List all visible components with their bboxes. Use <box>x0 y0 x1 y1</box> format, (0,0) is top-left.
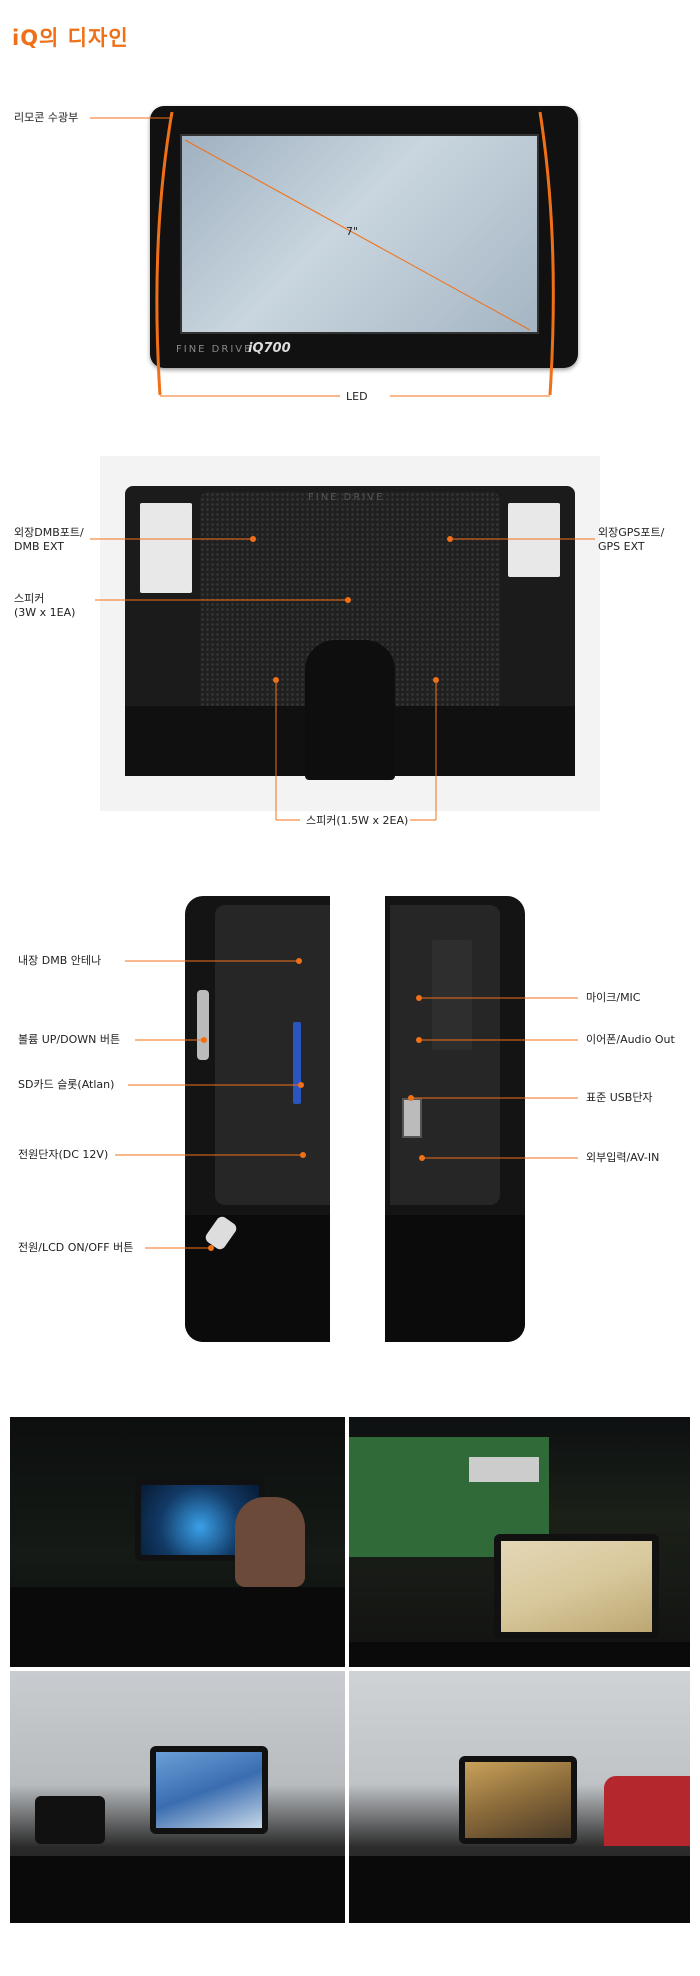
dashboard <box>349 1856 690 1923</box>
power-button-label: 전원/LCD ON/OFF 버튼 <box>18 1241 134 1254</box>
mount-stand <box>305 640 395 780</box>
photo-night-navigation <box>349 1417 690 1667</box>
power-jack-marker <box>300 1152 306 1158</box>
hand <box>235 1497 305 1587</box>
dashboard <box>349 1642 690 1667</box>
volume-marker <box>201 1037 207 1043</box>
sd-card-slot <box>293 1022 301 1104</box>
photo-night-dashboard <box>10 1417 345 1667</box>
mic-label: 마이크/MIC <box>586 991 641 1004</box>
volume-button <box>197 990 209 1060</box>
brand-model-text: iQ700 <box>248 341 291 356</box>
remote-receiver-label: 리모콘 수광부 <box>14 111 79 124</box>
photo-day-navigation <box>10 1671 345 1923</box>
front-diagram-lines <box>90 111 555 397</box>
speaker-2ea-label: 스피커(1.5W x 2EA) <box>306 814 409 827</box>
dmb-antenna-label: 내장 DMB 안테나 <box>18 954 102 967</box>
back-diagram-lines <box>90 538 595 821</box>
usb-label: 표준 USB단자 <box>586 1091 653 1104</box>
volume-label: 볼륨 UP/DOWN 버튼 <box>18 1033 121 1046</box>
brand-fine-text: FINE DRIVE <box>176 344 253 355</box>
photo-day-video <box>349 1671 690 1923</box>
side-sticker <box>432 940 472 1050</box>
power-button-marker <box>208 1245 214 1251</box>
dmb-ext-label: 외장DMB포트/ DMB EXT <box>14 526 84 553</box>
other-device <box>35 1796 105 1844</box>
video-screen <box>465 1762 571 1838</box>
page-title: iQ의 디자인 <box>12 26 129 50</box>
dmb-antenna-marker <box>296 958 302 964</box>
led-label: LED <box>346 390 368 403</box>
map-screen <box>501 1541 652 1632</box>
dashboard <box>10 1856 345 1923</box>
sd-slot-marker <box>298 1082 304 1088</box>
serial-sticker <box>140 503 192 593</box>
back-brand-text: FINE DRIVE <box>308 492 385 503</box>
red-car <box>604 1776 690 1846</box>
dashboard <box>10 1587 345 1667</box>
bus-number-panel <box>469 1457 539 1482</box>
map-screen <box>156 1752 262 1828</box>
speaker-label: 스피커 (3W x 1EA) <box>14 592 76 619</box>
side-diagram-lines <box>115 960 578 1249</box>
screen-size-label: 7" <box>346 225 359 238</box>
sd-slot-label: SD카드 슬롯(Atlan) <box>18 1078 115 1091</box>
device-screen <box>180 134 539 334</box>
power-jack-label: 전원단자(DC 12V) <box>18 1148 109 1161</box>
earphone-label: 이어폰/Audio Out <box>586 1033 675 1046</box>
av-in-label: 외부입력/AV-IN <box>586 1151 660 1164</box>
gps-ext-label: 외장GPS포트/ GPS EXT <box>598 526 665 553</box>
right-side-base <box>385 1215 525 1342</box>
speaker-grille <box>200 492 500 730</box>
cert-sticker <box>508 503 560 577</box>
